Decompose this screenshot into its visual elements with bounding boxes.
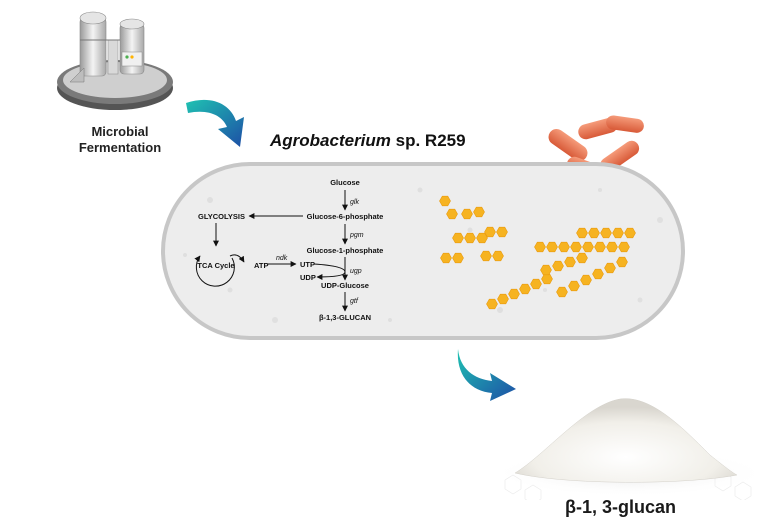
glucose-hexagon	[588, 227, 600, 239]
fermentation-label-line1: Microbial	[91, 124, 149, 139]
organism-title: Agrobacterium sp. R259	[270, 131, 466, 151]
glucose-hexagon	[558, 241, 570, 253]
glucose-hexagon	[486, 298, 498, 310]
curved-arrow-icon-2	[457, 349, 516, 401]
glucose-hexagon	[604, 262, 616, 274]
glk-label: glk	[350, 199, 359, 206]
glucose-hexagon	[594, 241, 606, 253]
glucose-hexagon	[496, 226, 508, 238]
glucose-hexagon	[534, 241, 546, 253]
glucan-chains	[439, 195, 636, 310]
cell-membrane	[161, 162, 685, 340]
glucose-hexagon	[624, 227, 636, 239]
glucose-hexagon	[508, 288, 520, 300]
glucose-hexagon	[473, 206, 485, 218]
glucose-hexagon	[600, 227, 612, 239]
glucose-hexagon	[461, 208, 473, 220]
glucose-hexagon	[452, 232, 464, 244]
glucose-hexagon	[440, 252, 452, 264]
glucose-hexagon	[497, 293, 509, 305]
glucose-hexagon	[570, 241, 582, 253]
g6p-label: Glucose-6-phosphate	[307, 212, 384, 221]
glucose-hexagon	[439, 195, 451, 207]
gtf-label: gtf	[350, 298, 359, 305]
glucose-hexagon	[582, 241, 594, 253]
glucan-powder-illustration	[490, 398, 770, 500]
glucose-hexagon	[580, 274, 592, 286]
g1p-label: Glucose-1-phosphate	[307, 246, 384, 255]
glucose-hexagon	[612, 227, 624, 239]
curved-arrow-icon	[186, 99, 244, 147]
tca-cycle-circle	[194, 255, 235, 287]
glycolysis-label: GLYCOLYSIS	[198, 212, 245, 221]
glucose-hexagon	[546, 241, 558, 253]
glucose-hexagon	[446, 208, 458, 220]
atp-label: ATP	[254, 261, 268, 270]
glucose-hexagon	[552, 260, 564, 272]
glucose-hexagon	[540, 264, 552, 276]
ugp-label: ugp	[350, 268, 362, 275]
product-label: β-1, 3-glucan	[565, 497, 677, 517]
glucose-label: Glucose	[330, 178, 360, 187]
arrow-utp-udp	[313, 263, 346, 280]
fermentation-label: Microbial Fermentation	[60, 124, 180, 156]
glucose-hexagon	[541, 273, 553, 285]
glucose-hexagon	[556, 286, 568, 298]
glucose-hexagon	[476, 232, 488, 244]
glucose-hexagon	[480, 250, 492, 262]
udp-label: UDP	[300, 273, 316, 282]
glucose-hexagon	[576, 227, 588, 239]
glucose-hexagon	[484, 226, 496, 238]
bioreactor-illustration	[57, 11, 173, 110]
glucose-hexagon	[452, 252, 464, 264]
utp-label: UTP	[300, 260, 315, 269]
glucose-hexagon	[530, 278, 542, 290]
glucose-hexagon	[519, 283, 531, 295]
glucose-hexagon	[492, 250, 504, 262]
udpglc-label: UDP-Glucose	[321, 281, 369, 290]
glucose-hexagon	[564, 256, 576, 268]
glucan-label: β-1,3-GLUCAN	[319, 313, 371, 322]
glucose-hexagon	[606, 241, 618, 253]
tca-label: TCA Cycle	[197, 261, 234, 270]
glucose-hexagon	[568, 280, 580, 292]
fermentation-label-line2: Fermentation	[78, 140, 162, 155]
glucose-hexagon	[618, 241, 630, 253]
ndk-label: ndk	[276, 255, 288, 262]
glucose-hexagon	[576, 252, 588, 264]
organism-genus: Agrobacterium	[270, 131, 391, 150]
glucose-hexagon	[592, 268, 604, 280]
pgm-label: pgm	[349, 232, 364, 239]
tca-to-atp	[229, 254, 245, 263]
glucose-hexagon	[464, 232, 476, 244]
glucose-hexagon	[616, 256, 628, 268]
organism-strain: sp. R259	[390, 131, 466, 150]
